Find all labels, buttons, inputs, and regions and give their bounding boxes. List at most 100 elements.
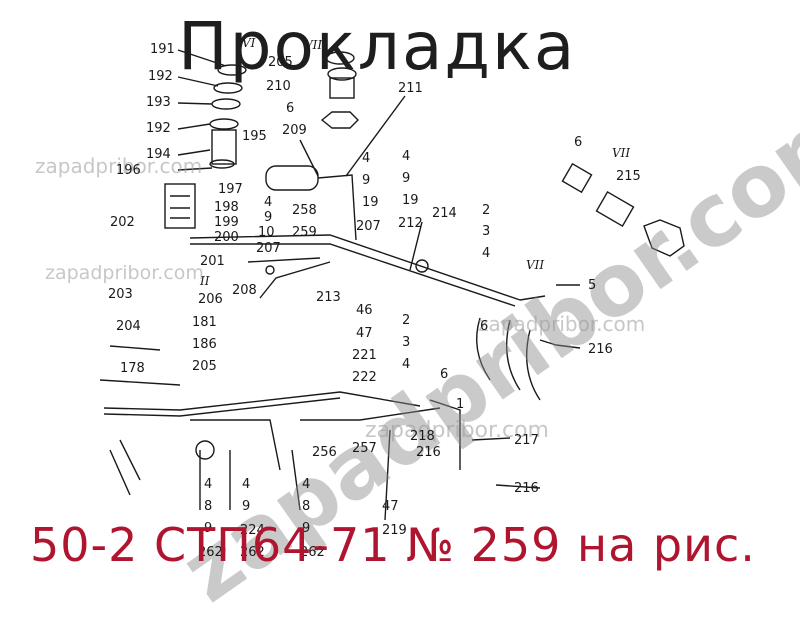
part-label: 200 bbox=[214, 230, 239, 245]
watermark-small: zapadpribor.com bbox=[35, 154, 203, 178]
part-label: 4 bbox=[264, 195, 273, 210]
part-label: 4 bbox=[402, 357, 411, 372]
part-label: 221 bbox=[352, 348, 377, 363]
part-label: 219 bbox=[382, 523, 407, 538]
part-label: 199 bbox=[214, 215, 239, 230]
clamp-part bbox=[415, 259, 429, 273]
part-label: 193 bbox=[146, 95, 171, 110]
part-label: 262 bbox=[300, 545, 325, 560]
part-label: 195 bbox=[242, 129, 267, 144]
part-label: 212 bbox=[398, 216, 423, 231]
roman-mark: VI bbox=[242, 36, 256, 50]
part-label: 257 bbox=[352, 441, 377, 456]
part-label: 203 bbox=[108, 287, 133, 302]
washer-part bbox=[327, 67, 357, 81]
part-label: 201 bbox=[200, 254, 225, 269]
part-label: 215 bbox=[616, 169, 641, 184]
part-label: 9 bbox=[362, 173, 371, 188]
part-label: 209 bbox=[282, 123, 307, 138]
roman-mark: VII bbox=[304, 38, 323, 52]
part-label: 207 bbox=[356, 219, 381, 234]
part-label: 9 bbox=[302, 521, 311, 536]
part-label: 211 bbox=[398, 81, 423, 96]
part-label: 1 bbox=[456, 397, 465, 412]
part-label: 4 bbox=[302, 477, 311, 492]
part-label: 3 bbox=[402, 335, 411, 350]
part-label: 197 bbox=[218, 182, 243, 197]
part-label: 207 bbox=[256, 241, 281, 256]
part-label: 2 bbox=[482, 203, 491, 218]
washer-part bbox=[213, 82, 243, 94]
part-label: 216 bbox=[588, 342, 613, 357]
watermark-small: zapadpribor.com bbox=[45, 262, 204, 284]
part-label: 4 bbox=[402, 149, 411, 164]
part-label: 9 bbox=[204, 521, 213, 536]
part-label: 47 bbox=[356, 326, 373, 341]
fitting-part bbox=[595, 191, 635, 227]
part-label: 205 bbox=[192, 359, 217, 374]
part-label: 8 bbox=[302, 499, 311, 514]
part-label: 178 bbox=[120, 361, 145, 376]
fitting-part bbox=[561, 162, 593, 194]
part-label: 204 bbox=[116, 319, 141, 334]
part-label: 262 bbox=[240, 545, 265, 560]
part-label: 196 bbox=[116, 163, 141, 178]
clamp-part bbox=[265, 265, 275, 275]
washer-part bbox=[217, 64, 247, 76]
washer-part bbox=[209, 118, 239, 130]
part-label: 10 bbox=[258, 225, 275, 240]
diagram-canvas: Прокладка zapadpribor.com zapadpribor.co… bbox=[30, 8, 800, 622]
part-label: 222 bbox=[352, 370, 377, 385]
part-label: 202 bbox=[110, 215, 135, 230]
roman-mark: VII bbox=[612, 146, 631, 160]
part-label: 6 bbox=[286, 101, 295, 116]
part-label: 46 bbox=[356, 303, 373, 318]
washer-part bbox=[211, 98, 241, 110]
part-label: 262 bbox=[198, 545, 223, 560]
part-label: 198 bbox=[214, 200, 239, 215]
part-label: 224 bbox=[240, 523, 265, 538]
part-label: 191 bbox=[150, 42, 175, 57]
part-label: 205 bbox=[268, 55, 293, 70]
part-label: 258 bbox=[292, 203, 317, 218]
part-label: 186 bbox=[192, 337, 217, 352]
part-label: 4 bbox=[362, 151, 371, 166]
nut-part bbox=[643, 219, 685, 257]
part-label: 4 bbox=[204, 477, 213, 492]
part-label: 2 bbox=[402, 313, 411, 328]
part-label: 19 bbox=[362, 195, 379, 210]
tank-part bbox=[265, 165, 319, 191]
part-label: 216 bbox=[416, 445, 441, 460]
watermark-small: zapadpribor.com bbox=[365, 418, 549, 443]
part-label: 206 bbox=[198, 292, 223, 307]
part-label: 214 bbox=[432, 206, 457, 221]
part-label: 181 bbox=[192, 315, 217, 330]
part-label: 210 bbox=[266, 79, 291, 94]
part-label: 216 bbox=[514, 481, 539, 496]
caption-footer: 50-2 СТП64-71 № 259 на рис. bbox=[30, 518, 756, 572]
part-label: 8 bbox=[204, 499, 213, 514]
washer-part bbox=[209, 159, 235, 169]
part-label: 259 bbox=[292, 225, 317, 240]
sleeve-part bbox=[211, 129, 237, 165]
watermark-small: zapadpribor.com bbox=[478, 312, 646, 336]
part-label: 6 bbox=[480, 319, 489, 334]
part-label: 47 bbox=[382, 499, 399, 514]
part-label: 9 bbox=[402, 171, 411, 186]
part-label: 4 bbox=[482, 246, 491, 261]
schematic-drawing bbox=[99, 49, 685, 521]
clamp-part bbox=[195, 440, 215, 460]
fitting-part bbox=[329, 77, 355, 99]
part-label: 208 bbox=[232, 283, 257, 298]
part-label: 3 bbox=[482, 224, 491, 239]
block-part bbox=[164, 183, 196, 229]
washer-part bbox=[325, 51, 355, 65]
part-label: 213 bbox=[316, 290, 341, 305]
part-label: 217 bbox=[514, 433, 539, 448]
part-label: 192 bbox=[146, 121, 171, 136]
part-label: 9 bbox=[264, 210, 273, 225]
part-label: 19 bbox=[402, 193, 419, 208]
part-label: 6 bbox=[440, 367, 449, 382]
part-label: 218 bbox=[410, 429, 435, 444]
part-label: 4 bbox=[242, 477, 251, 492]
